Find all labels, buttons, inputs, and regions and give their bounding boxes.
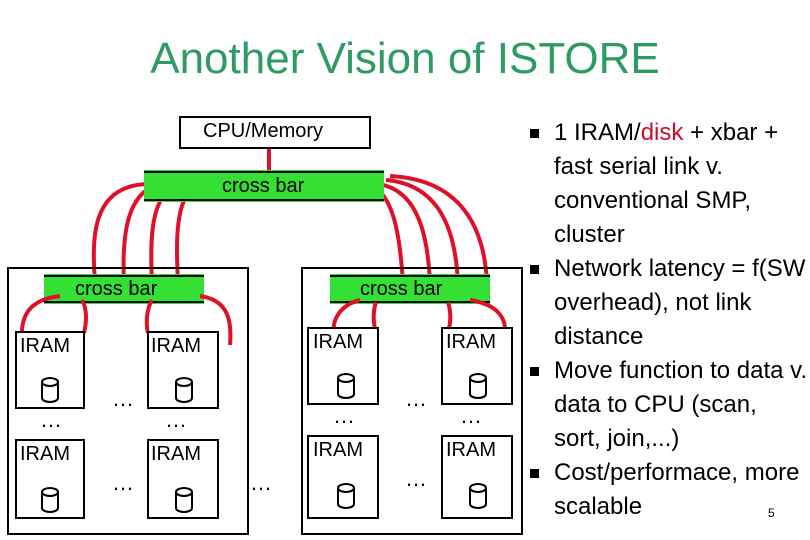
ellipsis: … — [112, 470, 135, 495]
iram-label: IRAM — [20, 335, 70, 357]
bullet-marker — [530, 129, 539, 138]
slide-title: Another Vision of ISTORE — [150, 34, 660, 83]
bullet-marker — [530, 265, 539, 274]
iram-label: IRAM — [446, 331, 496, 353]
iram-label: IRAM — [313, 331, 363, 353]
bullet-text: 1 IRAM/ — [554, 119, 641, 146]
ellipsis: … — [40, 407, 63, 432]
disk-icon — [41, 373, 487, 513]
bullet-item: Cost/performace, more scalable — [528, 456, 808, 524]
bullet-highlight: disk — [640, 119, 684, 146]
ellipsis: … — [405, 386, 428, 411]
bullet-item: 1 IRAM/disk + xbar + fast serial link v.… — [528, 116, 808, 252]
ellipsis: … — [405, 466, 428, 491]
bullet-marker — [530, 469, 539, 478]
cpu-memory-label: CPU/Memory — [203, 120, 324, 142]
iram-label: IRAM — [20, 443, 70, 465]
bullet-text: Cost/performace, more scalable — [554, 459, 800, 520]
ellipsis: … — [112, 386, 135, 411]
iram-label: IRAM — [151, 443, 201, 465]
bullet-item: Move function to data v. data to CPU (sc… — [528, 354, 808, 456]
top-crossbar — [144, 170, 384, 202]
iram-label: IRAM — [151, 335, 201, 357]
ellipsis: … — [165, 407, 188, 432]
top-crossbar-label: cross bar — [222, 175, 305, 197]
iram-label: IRAM — [313, 439, 363, 461]
cpu-memory-box — [179, 116, 371, 149]
bullet-item: Network latency = f(SW overhead), not li… — [528, 252, 808, 354]
bullet-text: Network latency = f(SW overhead), not li… — [554, 255, 806, 350]
bullet-text: Move function to data v. data to CPU (sc… — [554, 357, 808, 452]
bullet-list: 1 IRAM/disk + xbar + fast serial link v.… — [528, 116, 808, 524]
right-pod-box — [301, 267, 523, 535]
left-crossbar-label: cross bar — [75, 278, 158, 300]
iram-label: IRAM — [446, 439, 496, 461]
ellipsis-between-pods: … — [250, 470, 273, 495]
bullet-marker — [530, 367, 539, 376]
bullet-text: + xbar + fast serial link v. conventiona… — [554, 119, 779, 248]
ellipsis: … — [460, 403, 483, 428]
ellipsis: … — [333, 403, 356, 428]
page-number: 5 — [768, 506, 775, 520]
left-pod-box — [7, 267, 249, 535]
right-crossbar-label: cross bar — [360, 278, 443, 300]
left-crossbar — [44, 274, 204, 304]
